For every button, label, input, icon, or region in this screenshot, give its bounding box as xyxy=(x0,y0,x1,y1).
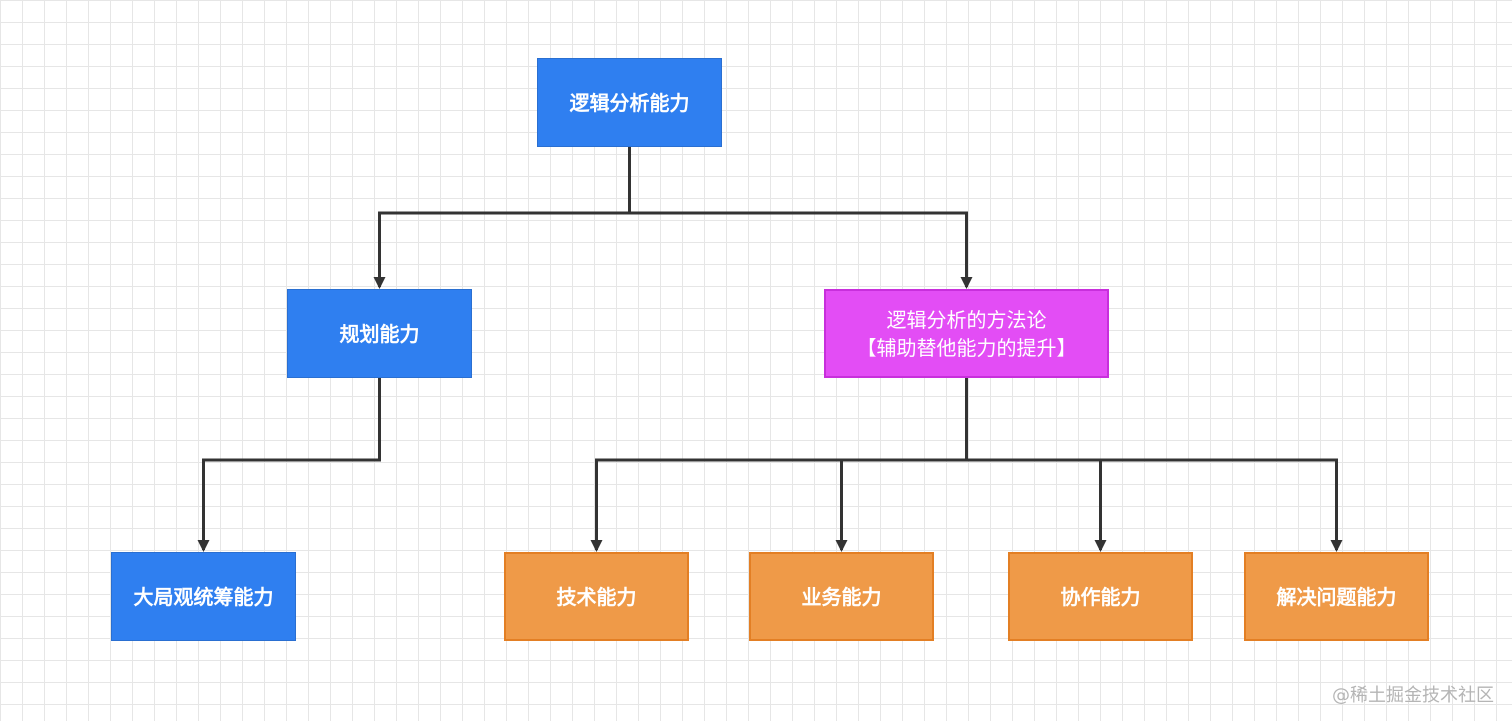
node-root: 逻辑分析能力 xyxy=(537,58,722,147)
node-collab: 协作能力 xyxy=(1008,552,1193,641)
edge-methodology-to-tech xyxy=(590,378,968,552)
node-big-picture: 大局观统筹能力 xyxy=(111,552,296,641)
node-business: 业务能力 xyxy=(749,552,934,641)
edge-root-to-planning xyxy=(373,147,631,289)
node-methodology: 逻辑分析的方法论 【辅助替他能力的提升】 xyxy=(824,289,1109,378)
edge-planning-to-big_picture xyxy=(197,378,381,552)
node-tech: 技术能力 xyxy=(504,552,689,641)
edge-methodology-to-collab xyxy=(965,378,1107,552)
edge-methodology-to-business xyxy=(835,378,968,552)
node-planning: 规划能力 xyxy=(287,289,472,378)
watermark: @稀土掘金技术社区 xyxy=(1332,685,1494,706)
edge-methodology-to-problem_solving xyxy=(965,378,1343,552)
edge-root-to-methodology xyxy=(628,147,973,289)
node-problem-solving: 解决问题能力 xyxy=(1244,552,1429,641)
